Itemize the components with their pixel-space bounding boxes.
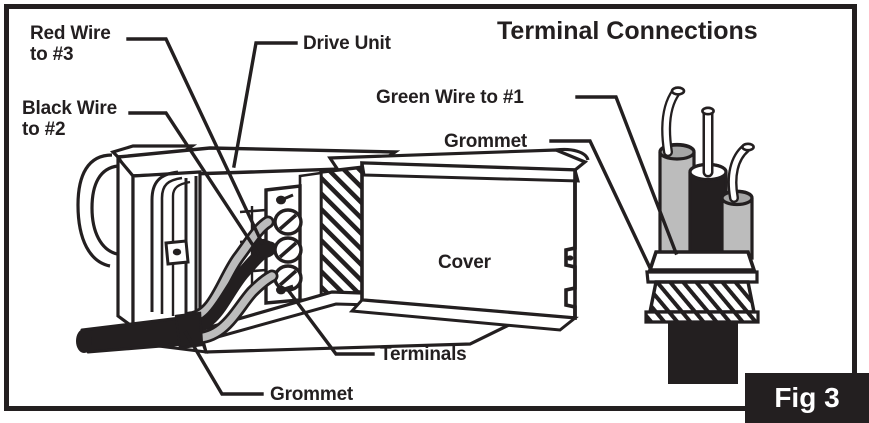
leader-black-wire (128, 111, 261, 256)
housing-grommet (174, 311, 204, 350)
leader-red-wire (126, 37, 265, 246)
conductor-right (720, 142, 755, 260)
housing-cable-and-grommet (76, 311, 204, 354)
leader-lines (126, 37, 679, 396)
page-title: Terminal Connections (497, 17, 758, 45)
leader-grommet-right (549, 139, 653, 271)
cable-grommet (644, 250, 760, 324)
label-grommet-right: Grommet (444, 131, 528, 152)
conductor-center (688, 106, 728, 260)
cover-panel (348, 161, 580, 332)
mounting-tab (164, 239, 190, 266)
leader-terminals (285, 287, 375, 356)
label-green-wire: Green Wire to #1 (376, 87, 524, 108)
label-red-wire: Red Wire to #3 (30, 23, 111, 65)
terminal-1 (273, 208, 303, 236)
leader-drive-unit (232, 41, 298, 168)
leader-grommet-bottom (183, 330, 264, 396)
internal-wires (181, 215, 279, 345)
cable-sheath (668, 322, 738, 384)
terminal-screws (273, 208, 303, 292)
terminal-2 (273, 236, 303, 264)
label-grommet-bottom: Grommet (270, 384, 354, 405)
block-mounting-screws (276, 193, 294, 295)
figure-number-badge: Fig 3 (745, 373, 869, 423)
label-black-wire: Black Wire to #2 (22, 98, 117, 140)
label-terminals: Terminals (380, 344, 467, 365)
label-cover: Cover (438, 252, 491, 273)
cable-end-assembly (644, 86, 760, 384)
figure-number-text: Fig 3 (774, 382, 840, 413)
leader-green-wire (575, 95, 679, 256)
label-drive-unit: Drive Unit (303, 33, 391, 54)
